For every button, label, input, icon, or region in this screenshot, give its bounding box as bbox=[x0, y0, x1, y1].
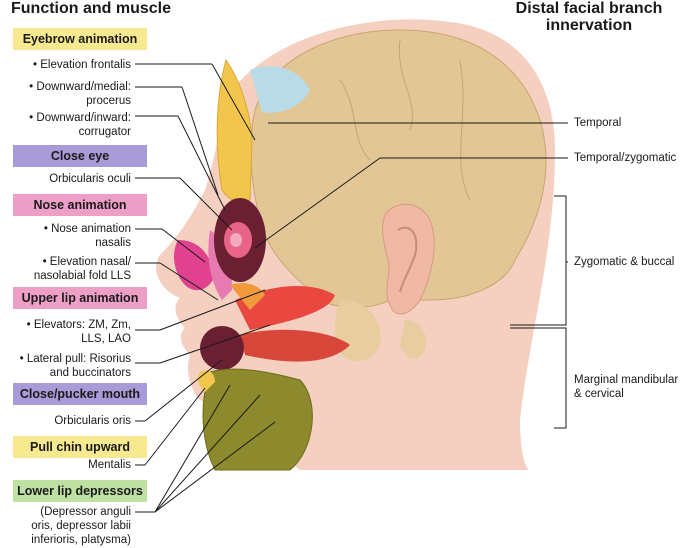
muscle-label-corrugator: • Downward/inward:corrugator bbox=[29, 112, 131, 138]
right-header: Distal facial branch innervation bbox=[496, 0, 682, 34]
temporal-fascia bbox=[250, 66, 310, 113]
ear bbox=[382, 203, 435, 315]
group-close-pucker-mouth: Close/pucker mouth bbox=[13, 383, 147, 405]
leader-lines bbox=[135, 63, 568, 513]
muscle-label-procerus: • Downward/medial:procerus bbox=[29, 81, 131, 107]
branch-label-zygomatic-buccal: Zygomatic & buccal bbox=[574, 256, 675, 268]
risorius-muscle bbox=[240, 329, 350, 362]
nasalis-muscle bbox=[174, 240, 215, 291]
group-nose-animation: Nose animation bbox=[13, 194, 147, 216]
left-header: Function and muscle bbox=[11, 0, 172, 17]
group-pull-chin-upward: Pull chin upward bbox=[13, 436, 147, 458]
muscle-label-mentalis: Mentalis bbox=[88, 459, 131, 471]
muscle-label-orbicularis-oculi: Orbicularis oculi bbox=[49, 173, 131, 185]
right-header-line2: innervation bbox=[545, 17, 633, 34]
muscle-label-frontalis: • Elevation frontalis bbox=[33, 59, 131, 71]
muscle-label-lls: • Elevation nasal/nasolabial fold LLS bbox=[33, 256, 131, 282]
branch-label-temporal-zygomatic: Temporal/zygomatic bbox=[574, 152, 677, 164]
branch-label-marginal-mandibular: Marginal mandibular& cervical bbox=[574, 374, 679, 400]
branch-label-temporal: Temporal bbox=[574, 117, 622, 129]
muscle-label-elevators: • Elevators: ZM, Zm,LLS, LAO bbox=[26, 319, 131, 345]
group-upper-lip-animation: Upper lip animation bbox=[13, 287, 147, 309]
skull bbox=[250, 29, 547, 308]
group-eyebrow-animation: Eyebrow animation bbox=[13, 28, 147, 50]
right-header-line1: Distal facial branch bbox=[515, 0, 663, 17]
group-lower-lip-depressors: Lower lip depressors bbox=[13, 480, 147, 502]
group-close-eye: Close eye bbox=[13, 145, 147, 167]
muscle-label-orbicularis-oris: Orbicularis oris bbox=[54, 415, 131, 427]
depressor-muscles bbox=[202, 368, 313, 471]
orbicularis-oris bbox=[200, 326, 244, 370]
